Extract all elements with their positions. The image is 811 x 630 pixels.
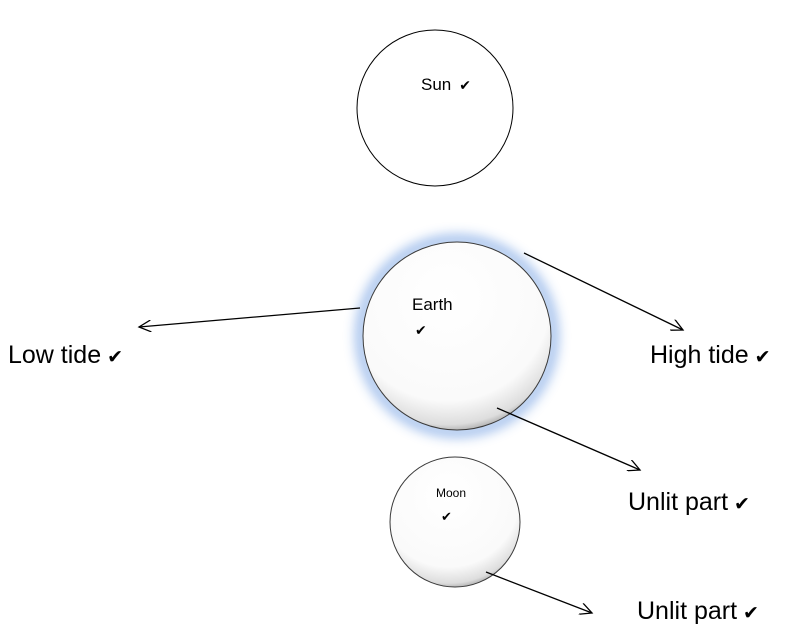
moon-unlit-label: Unlit part✔: [637, 599, 759, 624]
sun-label: Sun ✔: [421, 76, 471, 93]
high-tide-text: High tide: [650, 341, 749, 369]
check-icon: ✔: [107, 346, 124, 368]
sun-label-text: Sun: [421, 75, 452, 94]
low-tide-arrow: [139, 307, 361, 327]
sun-circle: [356, 29, 514, 187]
check-icon: ✔: [441, 509, 452, 524]
check-icon: ✔: [743, 602, 759, 624]
check-icon: ✔: [734, 493, 750, 515]
check-icon: ✔: [754, 346, 771, 368]
earth-unlit-arrow: [496, 407, 640, 470]
check-icon: ✔: [415, 322, 427, 338]
earth-unlit-label: Unlit part✔: [628, 490, 750, 515]
earth-glow: [356, 235, 558, 437]
check-icon: ✔: [459, 78, 471, 94]
moon-circle: [389, 456, 521, 588]
low-tide-text: Low tide: [8, 341, 102, 369]
earth-circle: [362, 241, 552, 431]
moon-label: Moon: [436, 486, 467, 500]
earth-label: Earth: [412, 295, 453, 314]
earth-unlit-text: Unlit part: [628, 488, 729, 516]
high-tide-label: High tide✔: [650, 343, 771, 368]
low-tide-label: Low tide✔: [8, 343, 123, 368]
moon-unlit-arrow: [485, 571, 592, 613]
high-tide-arrow: [523, 252, 683, 330]
moon-unlit-text: Unlit part: [637, 597, 738, 625]
